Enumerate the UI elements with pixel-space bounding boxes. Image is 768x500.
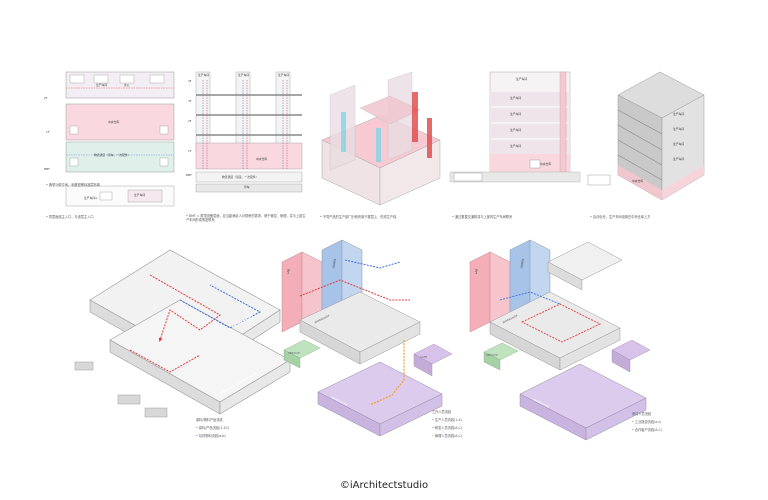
p2-floor-2f: 2F	[188, 120, 191, 123]
axon2-legend-2: 研发人员流线(A-C)	[435, 426, 462, 430]
p2-label-warehouse: 中央仓库	[256, 158, 267, 161]
axon3-legend-title: 来访人员流线	[632, 412, 651, 416]
axon1-legend-title: 原料/物料产品流线	[196, 418, 223, 422]
p2-floor-bmf: BMF	[186, 174, 192, 177]
axon2-legend-3: 管理人员流线(A-C)	[435, 434, 462, 438]
p4-caption: • 通过垂直交通核将与上部的生产车间联系	[452, 215, 512, 219]
p1-label-production: 生产车间	[96, 84, 107, 87]
copyright-footer: ©iArchitectstudio	[0, 480, 768, 491]
p2-label-logistics: 物流通道（货运、一次配件）	[222, 176, 258, 179]
p1-caption-2: • 同层面线主入口，与该层主入口	[46, 215, 94, 219]
p4-label-prod-3: 生产车间	[510, 113, 521, 116]
p2-caption: • BMF = 屋顶设备层面，应当能满足人对厨房的需求，便于管控、管理，并与上部…	[186, 214, 306, 222]
p2-label-prod-3: 生产车间	[278, 74, 289, 77]
p5-label-prod-2: 生产车间	[673, 128, 684, 131]
p1-label-production-a: 生产车间A	[84, 197, 97, 200]
p2-label-prod-1: 生产车间	[198, 74, 209, 77]
axon2-block-service: SERVICE	[288, 352, 300, 355]
p4-label-warehouse: 中央仓库	[540, 163, 551, 166]
p2-floor-3f: 3F	[188, 100, 191, 103]
axon3-legend-1: 工业旅游流线(a-c)	[635, 420, 661, 424]
panel3-axon	[322, 72, 440, 205]
panel2-section	[196, 72, 302, 192]
axon2-legend-1: 生产人员流线(1-4)	[435, 418, 462, 422]
axon3-block-service: SERVICE	[486, 354, 498, 357]
p5-label-warehouse: 中央仓库	[632, 180, 643, 183]
p5-label-prod-1: 生产车间	[673, 113, 684, 116]
p4-label-prod-4: 生产车间	[510, 129, 521, 132]
axon2-block-cafe: CAFE	[420, 356, 427, 359]
p2-floor-4f: 4F	[188, 80, 191, 83]
p5-label-prod-4: 生产车间	[673, 158, 684, 161]
p2-label-parking: 停车	[244, 186, 250, 189]
p4-label-prod-2: 生产车间	[510, 97, 521, 100]
axon2-legend-title: 工作人员流线	[432, 410, 451, 414]
axon3-legend-2: 合作客户流线(A-C)	[635, 428, 662, 432]
axon3-drawing	[470, 240, 650, 440]
p1-label-logistics: 物流通道（货车、一次配件）	[94, 154, 130, 157]
p1-label-office: 办公	[124, 84, 130, 87]
p1-floor-bmf: BMF	[44, 168, 50, 171]
p1-floor-2f: 2F	[44, 97, 47, 100]
p1-label-production-b: 生产车间	[134, 194, 145, 197]
p4-label-prod-1: 生产车间	[516, 78, 527, 81]
p1-caption-1: • 典型功能空间，利基型等标准层布置	[46, 183, 100, 187]
p1-floor-1f: 1F	[46, 131, 49, 134]
axon1-drawing	[75, 250, 290, 417]
p3-caption: • 不同产品的生产部门分别布置于楼层上，形成生产线	[320, 215, 396, 219]
p5-label-prod-3: 生产车间	[673, 143, 684, 146]
p2-floor-1f: 1F	[188, 150, 191, 153]
panel4-elevation	[450, 72, 580, 182]
p4-label-prod-5: 生产车间	[510, 145, 521, 148]
p1-label-warehouse: 中央仓库	[108, 121, 119, 124]
axon1-legend-2: 包材物料流线(a-b)	[199, 434, 226, 438]
axon2-drawing	[282, 240, 452, 436]
p2-label-prod-2: 生产车间	[238, 74, 249, 77]
axon1-legend-1: 原料/产品流线(1-10)	[199, 426, 229, 430]
p5-caption: • 自动化仓，生产车间设置在中央仓库上方	[590, 215, 650, 219]
panel5-tower	[588, 72, 704, 200]
